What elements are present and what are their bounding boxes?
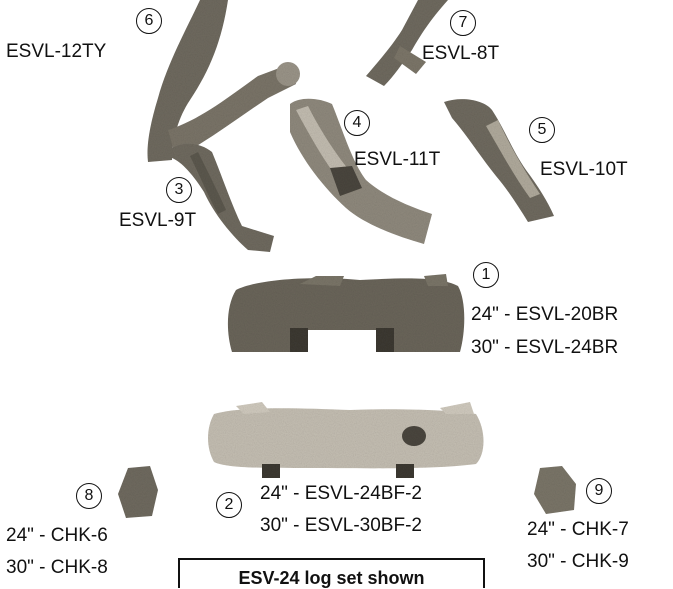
callout-4: 4 (344, 110, 370, 136)
log-1-rear (228, 274, 464, 352)
label-esvl-30bf-2: 30" - ESVL-30BF-2 (260, 516, 422, 535)
callout-3: 3 (166, 177, 192, 203)
log-2-front (208, 402, 484, 478)
caption-box: ESV-24 log set shown (178, 558, 485, 588)
chunk-8 (118, 466, 158, 518)
label-esvl-8t: ESVL-8T (422, 44, 499, 63)
callout-9: 9 (586, 478, 612, 504)
label-esvl-10t: ESVL-10T (540, 160, 628, 179)
callout-6: 6 (136, 8, 162, 34)
callout-2: 2 (216, 492, 242, 518)
label-chk-9: 30" - CHK-9 (527, 552, 629, 571)
label-esvl-20br: 24" - ESVL-20BR (471, 305, 618, 324)
label-chk-8: 30" - CHK-8 (6, 558, 108, 577)
label-esvl-9t: ESVL-9T (119, 211, 196, 230)
callout-5: 5 (529, 117, 555, 143)
label-chk-7: 24" - CHK-7 (527, 520, 629, 539)
label-esvl-24br: 30" - ESVL-24BR (471, 338, 618, 357)
callout-8: 8 (76, 483, 102, 509)
label-esvl-12ty: ESVL-12TY (6, 42, 106, 61)
label-chk-6: 24" - CHK-6 (6, 526, 108, 545)
chunk-9 (534, 466, 576, 514)
log-6-esvl-12ty (147, 0, 300, 162)
callout-7: 7 (450, 10, 476, 36)
label-esvl-11t: ESVL-11T (354, 150, 440, 169)
label-esvl-24bf-2: 24" - ESVL-24BF-2 (260, 484, 422, 503)
callout-1: 1 (473, 262, 499, 288)
